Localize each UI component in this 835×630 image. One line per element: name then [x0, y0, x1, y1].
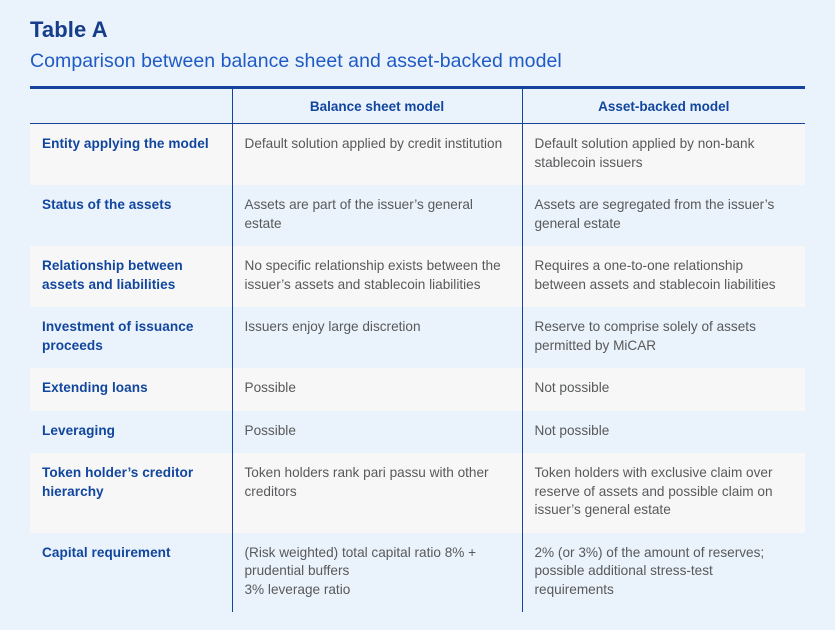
row-label: Entity applying the model	[30, 123, 232, 185]
row-label: Capital requirement	[30, 532, 232, 612]
cell-balance-sheet-model: Default solution applied by credit insti…	[231, 123, 522, 185]
cell-balance-sheet-model: No specific relationship exists between …	[231, 246, 522, 307]
row-label: Status of the assets	[30, 185, 232, 246]
row-label: Extending loans	[30, 368, 232, 411]
comparison-table: Balance sheet model Asset-backed model E…	[30, 89, 805, 612]
cell-asset-backed-model: Not possible	[521, 410, 805, 453]
page-subtitle: Comparison between balance sheet and ass…	[30, 50, 562, 72]
cell-balance-sheet-model: Possible	[231, 368, 522, 411]
cell-balance-sheet-model: Possible	[231, 410, 522, 453]
table-header: Balance sheet model Asset-backed model	[30, 89, 805, 124]
page-title: Table A	[30, 17, 108, 42]
cell-asset-backed-model: Default solution applied by non-bank sta…	[521, 123, 805, 185]
row-label: Relationship between assets and liabilit…	[30, 246, 232, 307]
cell-balance-sheet-model: Token holders rank pari passu with other…	[231, 453, 522, 533]
cell-asset-backed-model: Reserve to comprise solely of assets per…	[521, 307, 805, 368]
cell-asset-backed-model: Not possible	[521, 368, 805, 411]
cell-balance-sheet-model: (Risk weighted) total capital ratio 8% +…	[231, 532, 522, 612]
column-header-asset-backed-model: Asset-backed model	[521, 89, 805, 124]
row-label: Token holder’s creditor hierarchy	[30, 453, 232, 533]
cell-asset-backed-model: Token holders with exclusive claim over …	[521, 453, 805, 533]
cell-asset-backed-model: 2% (or 3%) of the amount of reserves; po…	[521, 532, 805, 612]
table-row: Relationship between assets and liabilit…	[30, 246, 805, 307]
cell-balance-sheet-model: Assets are part of the issuer’s general …	[231, 185, 522, 246]
column-header-balance-sheet-model: Balance sheet model	[231, 89, 522, 124]
table-header-row: Balance sheet model Asset-backed model	[30, 89, 805, 124]
column-header-criterion	[30, 89, 232, 124]
cell-asset-backed-model: Requires a one-to-one relationship betwe…	[521, 246, 805, 307]
row-label: Investment of issuance proceeds	[30, 307, 232, 368]
row-label: Leveraging	[30, 410, 232, 453]
table-row: Capital requirement(Risk weighted) total…	[30, 532, 805, 612]
cell-asset-backed-model: Assets are segregated from the issuer’s …	[521, 185, 805, 246]
title-divider-rule	[30, 86, 805, 89]
cell-balance-sheet-model: Issuers enjoy large discretion	[231, 307, 522, 368]
